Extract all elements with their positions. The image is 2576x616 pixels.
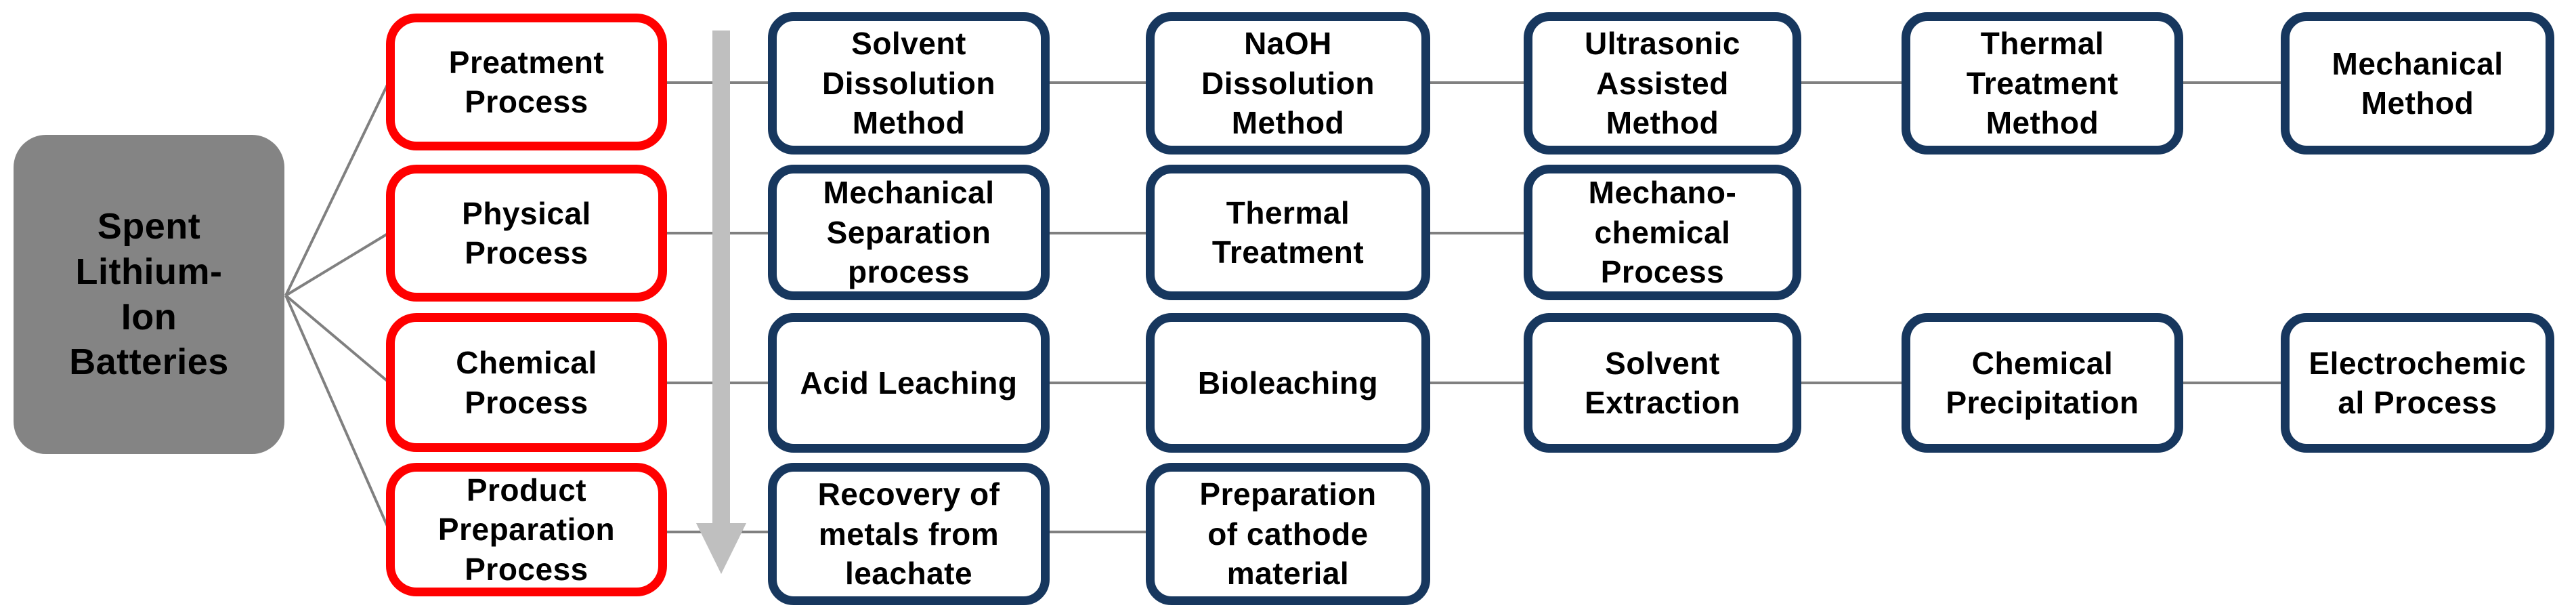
fan-line bbox=[284, 295, 390, 530]
method-box-thermal-treatment: Thermal Treatment bbox=[1146, 165, 1430, 300]
method-box-thermal-treatment-method: Thermal Treatment Method bbox=[1902, 12, 2183, 155]
method-box-electrochemical: Electrochemic al Process bbox=[2281, 313, 2554, 453]
method-box-bioleaching: Bioleaching bbox=[1146, 313, 1430, 453]
category-box-pretreatment: Preatment Process bbox=[386, 14, 667, 150]
fan-line bbox=[284, 294, 390, 384]
flow-arrow-shaft bbox=[712, 30, 730, 523]
method-box-mechanical-method: Mechanical Method bbox=[2281, 12, 2554, 155]
root-node: Spent Lithium- Ion Batteries bbox=[14, 135, 284, 454]
category-box-physical: Physical Process bbox=[386, 165, 667, 302]
fan-line bbox=[284, 81, 390, 296]
method-box-naoh-dissolution: NaOH Dissolution Method bbox=[1146, 12, 1430, 155]
method-box-solvent-dissolution: Solvent Dissolution Method bbox=[768, 12, 1050, 155]
method-box-ultrasonic-assisted: Ultrasonic Assisted Method bbox=[1524, 12, 1801, 155]
method-box-solvent-extraction: Solvent Extraction bbox=[1524, 313, 1801, 453]
method-box-preparation-cathode-material: Preparation of cathode material bbox=[1146, 463, 1430, 605]
method-box-acid-leaching: Acid Leaching bbox=[768, 313, 1050, 453]
method-box-recovery-metals-leachate: Recovery of metals from leachate bbox=[768, 463, 1050, 605]
flow-arrow-head bbox=[696, 523, 746, 574]
method-box-mechano-chemical: Mechano- chemical Process bbox=[1524, 165, 1801, 300]
method-box-chemical-precipitation: Chemical Precipitation bbox=[1902, 313, 2183, 453]
flow-arrow bbox=[696, 30, 746, 574]
method-box-mechanical-separation: Mechanical Separation process bbox=[768, 165, 1050, 300]
fan-line bbox=[284, 232, 390, 297]
category-box-product-preparation: Product Preparation Process bbox=[386, 463, 667, 596]
category-box-chemical: Chemical Process bbox=[386, 313, 667, 452]
